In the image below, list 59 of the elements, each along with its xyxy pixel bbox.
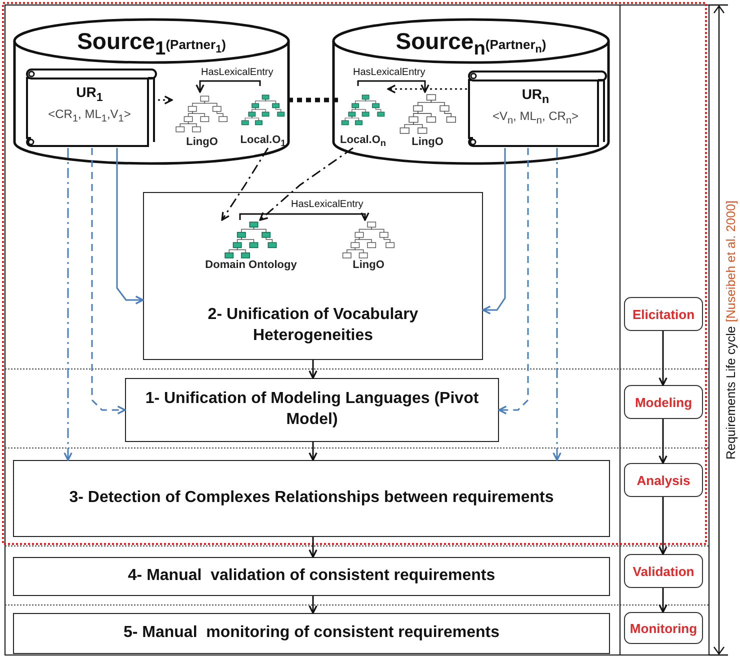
ontology-label: LingO [352,259,384,271]
arrow [221,148,269,221]
requirement-tuple: <V$_{n}$, ML$_{n}$, CR$_{n}$> [492,108,579,126]
arrow [239,212,370,221]
ontology-label: Local.O$_{n}$ [340,134,386,148]
phase-box [624,554,703,588]
process-box [13,460,610,537]
arrow [658,419,668,464]
citation-label: [Nuseibeh et al. 2000] [724,200,738,322]
arrow [158,96,173,104]
phase-box [624,612,703,644]
edge-label: HasLexicalEntry [290,199,364,211]
arrow [308,360,318,379]
source-title: Source$_{1}$ [77,28,166,54]
partner-label: (Partner$_{1}$) [166,37,226,52]
phase-label: Analysis [636,472,690,488]
arrow [387,84,467,94]
arrow [308,596,318,614]
process-box [13,557,610,596]
requirement-title: UR$_{1}$ [76,84,103,104]
process-label: 5- Manual monitoring of consistent requirements [123,623,500,644]
phase-label: Modeling [634,394,692,410]
arrow [498,148,529,414]
arrow [482,148,506,314]
ontology-label: LingO [412,136,444,148]
edge-label: HasLexicalEntry [200,67,274,79]
arrow [357,80,430,93]
process-label: 4- Manual validation of consistent requirements [128,566,496,586]
source-title: Source$_{n}$ [396,28,486,54]
process-box [125,378,499,442]
ontology-label: Local.O$_{1}$ [240,134,286,148]
arrow [308,442,318,461]
phase-box [624,297,703,331]
requirement-tuple: <CR$_{1}$, ML$_{1}$,V$_{1}$> [48,106,131,124]
phase-box [624,385,703,419]
phase-label: Validation [632,564,694,578]
arrow [658,331,668,386]
partner-label: (Partner$_{n}$) [485,37,546,52]
phase-label: Elicitation [632,306,695,322]
ontology-label: Domain Ontology [205,259,297,271]
process-label: 3- Detection of Complexes Relationships between requirements [69,488,554,508]
arrow [658,588,668,613]
arrow [552,148,562,461]
phase-box [624,463,703,497]
process-box [143,192,483,360]
process-label: 2- Unification of Vocabulary Heterogeneities [206,305,420,346]
arrow [64,148,72,461]
arrow [308,537,318,558]
phase-label: Monitoring [630,620,698,636]
arrow [196,80,261,93]
requirement-title: UR$_{n}$ [522,86,550,106]
arrow [259,147,354,221]
process-box [13,613,610,654]
ontology-label: LingO [186,136,218,148]
arrow [658,497,668,555]
process-label: 1- Unification of Modeling Languages (Pivot Model) [144,389,480,430]
lifecycle-label: Requirements Life cycle [724,326,738,460]
arrow [116,148,144,304]
edge-label: HasLexicalEntry [352,67,426,79]
